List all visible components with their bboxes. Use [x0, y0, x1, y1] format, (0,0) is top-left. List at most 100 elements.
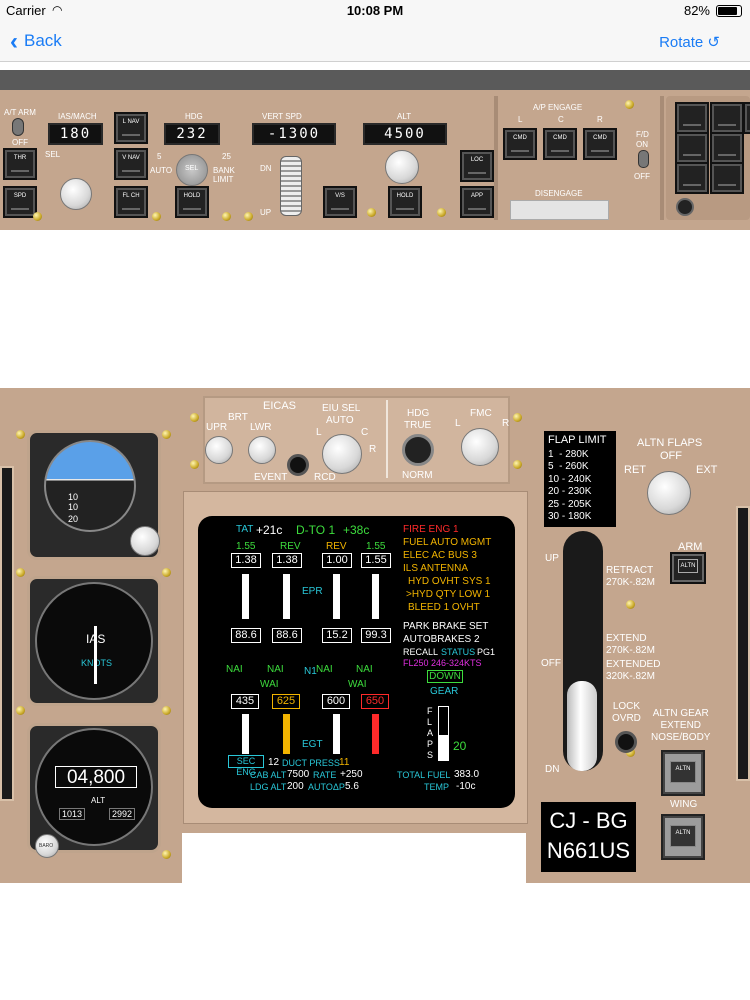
eiu-r-label: R: [369, 444, 377, 455]
alt-hold-button[interactable]: HOLD: [390, 188, 420, 216]
bank-5-label: 5: [157, 152, 162, 161]
efis-button[interactable]: [712, 164, 742, 192]
total-fuel-label: TOTAL FUEL: [397, 770, 451, 780]
msg-amber-5: >HYD QTY LOW 1: [406, 589, 491, 600]
rev-1: REV: [280, 541, 301, 552]
battery-icon: [716, 5, 742, 17]
epr-gauge-4: [372, 574, 379, 619]
efis-knob[interactable]: [676, 198, 694, 216]
memo-autobrakes: AUTOBRAKES 2: [403, 634, 480, 645]
panel-divider: [494, 96, 498, 220]
at-off-label: OFF: [12, 138, 28, 147]
spd-button[interactable]: SPD: [5, 188, 35, 216]
eiu-sel-label: EIU SEL: [322, 403, 361, 414]
fl-speed-band: FL250 246-324KTS: [403, 658, 482, 668]
efis-button[interactable]: [712, 134, 742, 162]
lwr-brightness-knob[interactable]: [248, 436, 276, 464]
ctl-divider: [386, 400, 388, 478]
screw: [513, 460, 522, 469]
eicas-display: TAT +21c D-TO 1 +38c 1.55 REV REV 1.55 1…: [198, 516, 515, 808]
flap-limit-row: 30 - 180K: [548, 511, 592, 522]
status-label: STATUS: [441, 647, 476, 657]
epr-2: 1.38: [272, 553, 302, 568]
hdg-ref-switch[interactable]: [402, 434, 434, 466]
fmc-l-label: L: [455, 418, 461, 429]
egt-gauge-1: [242, 714, 249, 754]
bank-auto-label: AUTO: [150, 166, 173, 175]
att-10a: 10: [68, 492, 79, 502]
upr-brightness-knob[interactable]: [205, 436, 233, 464]
hdg-knob[interactable]: SEL: [176, 154, 208, 186]
loc-button[interactable]: LOC: [462, 152, 492, 180]
efis-button[interactable]: [745, 104, 750, 132]
efis-button[interactable]: [677, 134, 707, 162]
lnav-button[interactable]: L NAV: [116, 114, 146, 142]
extend-label: EXTEND 270K-.82M: [606, 633, 655, 656]
back-button[interactable]: ‹ Back: [10, 29, 62, 53]
app-button[interactable]: APP: [462, 188, 492, 216]
ap-cmd-right-button[interactable]: CMD: [585, 130, 615, 158]
flap-lever-handle[interactable]: [567, 681, 597, 771]
vs-button[interactable]: V/S: [325, 188, 355, 216]
altn-flaps-ext: EXT: [696, 464, 718, 476]
epr-label: EPR: [302, 586, 323, 597]
altn-gear-nose-body-button[interactable]: ALTN: [663, 752, 703, 794]
msg-amber-6: BLEED 1 OVHT: [408, 602, 480, 613]
glareshield-top: [0, 70, 750, 90]
fmc-source-knob[interactable]: [461, 428, 499, 466]
standby-attitude-indicator: 10 10 20: [44, 440, 136, 532]
flap-limit-row: 1 - 280K: [548, 448, 589, 460]
screw: [162, 706, 171, 715]
altn-gear-wing-button[interactable]: ALTN: [663, 816, 703, 858]
fd-switch[interactable]: [638, 150, 649, 168]
n1-label: N1: [304, 666, 317, 677]
cab-alt-value: 7500: [287, 769, 310, 780]
egt-2: 625: [272, 694, 300, 709]
altn-flaps-selector[interactable]: [647, 471, 691, 515]
altn-flaps-off: OFF: [660, 450, 682, 462]
rotate-button[interactable]: Rotate ↺: [659, 34, 720, 51]
ap-r-label: R: [597, 115, 603, 124]
disengage-bar[interactable]: [510, 200, 609, 220]
ias-knob[interactable]: [60, 178, 92, 210]
dto-label: D-TO 1: [296, 523, 336, 537]
vnav-button[interactable]: V NAV: [116, 150, 146, 178]
eiu-l-label: L: [316, 427, 322, 438]
screw: [33, 212, 42, 221]
fmc-label: FMC: [470, 408, 492, 419]
hdg-label: HDG: [185, 112, 203, 121]
screw: [190, 413, 199, 422]
altn-flaps-arm-button[interactable]: ALTN: [672, 554, 704, 582]
altn-gear-label-1: ALTN: [670, 761, 696, 783]
vs-thumbwheel[interactable]: [280, 156, 302, 216]
efis-button[interactable]: [677, 164, 707, 192]
efis-button[interactable]: [712, 104, 742, 132]
duct-press-right: 11: [339, 757, 350, 768]
vs-window: -1300: [252, 123, 336, 145]
alt-knob[interactable]: [385, 150, 419, 184]
ap-cmd-center-button[interactable]: CMD: [545, 130, 575, 158]
flap-dn-label: DN: [545, 764, 560, 775]
eiu-sel-knob[interactable]: [322, 434, 362, 474]
baro-label: BARO: [39, 843, 54, 849]
attitude-cage-knob[interactable]: [130, 526, 160, 556]
egt-1: 435: [231, 694, 259, 709]
flch-button[interactable]: FL CH: [116, 188, 146, 216]
at-arm-switch[interactable]: [12, 118, 24, 136]
msg-amber-4: HYD OVHT SYS 1: [408, 576, 491, 587]
sec-eng-button[interactable]: SEC ENG: [228, 755, 264, 777]
msg-amber-1: FUEL AUTO MGMT: [403, 537, 492, 548]
ap-cmd-left-button[interactable]: CMD: [505, 130, 535, 158]
screw: [626, 748, 635, 757]
epr-4: 1.55: [361, 553, 391, 568]
hdg-hold-button[interactable]: HOLD: [177, 188, 207, 216]
baro-inhg: 2992: [109, 808, 136, 820]
duct-press-left: 12: [268, 757, 280, 768]
egt-gauge-3: [333, 714, 340, 754]
thr-button[interactable]: THR: [5, 150, 35, 178]
event-record-button[interactable]: [287, 454, 309, 476]
efis-button[interactable]: [677, 104, 707, 132]
baro-knob[interactable]: BARO: [35, 834, 59, 858]
screw: [367, 208, 376, 217]
lock-override-button[interactable]: [615, 731, 637, 753]
